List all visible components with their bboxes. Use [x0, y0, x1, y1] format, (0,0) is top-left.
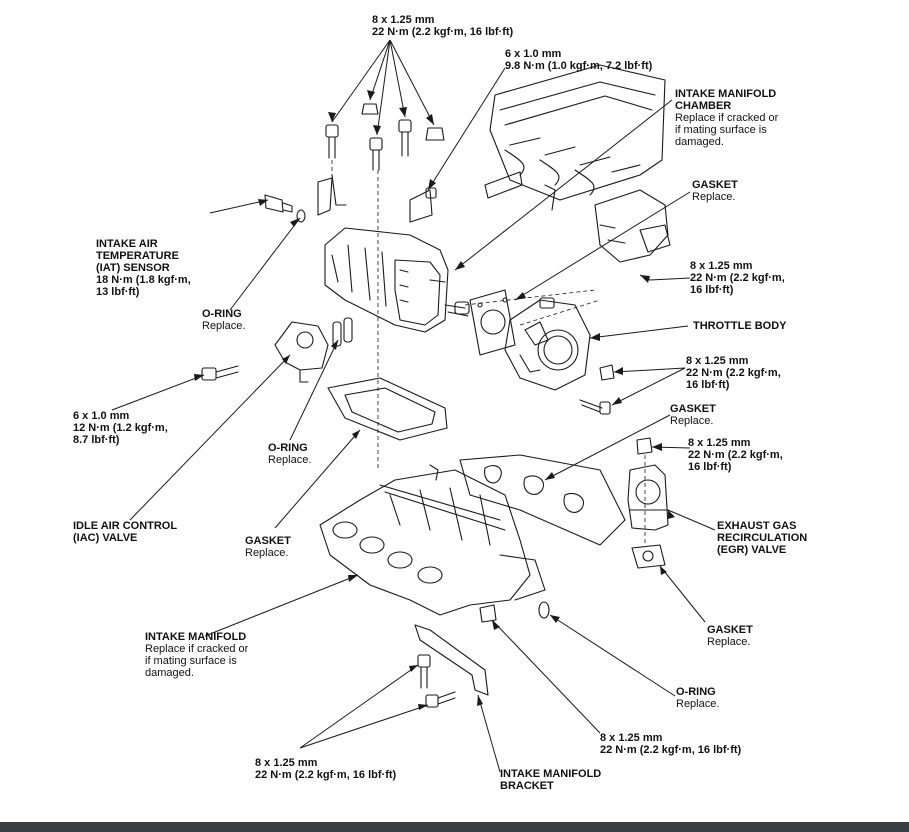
part-title: TEMPERATURE: [96, 250, 179, 262]
spec-size: 8 x 1.25 mm: [688, 437, 751, 449]
part-title: GASKET: [245, 535, 291, 547]
o-ring-iat-label: O-RING Replace.: [202, 308, 245, 332]
part-title: IDLE AIR CONTROL: [73, 520, 178, 532]
part-title: O-RING: [268, 442, 308, 454]
chamber-bolt-spec-label: 8 x 1.25 mm 22 N·m (2.2 kgf·m, 16 lbf·ft…: [690, 260, 785, 296]
intake-manifold-drawing: [319, 464, 546, 616]
part-title: GASKET: [670, 403, 716, 415]
iat-sensor-drawing: [264, 194, 306, 223]
throttle-body-label: THROTTLE BODY: [693, 320, 787, 332]
manifold-nut-spec-label: 8 x 1.25 mm 22 N·m (2.2 kgf·m, 16 lbf·ft…: [600, 732, 741, 756]
spec-torque: 8.7 lbf·ft): [73, 434, 120, 446]
iac-bolt-spec-label: 6 x 1.0 mm 12 N·m (1.2 kgf·m, 8.7 lbf·ft…: [73, 410, 168, 446]
spec-torque: 18 N·m (1.8 kgf·m,: [96, 274, 191, 286]
spec-size: 8 x 1.25 mm: [372, 14, 435, 26]
part-note: Replace.: [268, 454, 312, 466]
part-title: (IAT) SENSOR: [96, 262, 170, 274]
manifold-nut-oring-drawing: [479, 601, 550, 623]
intake-manifold-chamber-label: INTAKE MANIFOLD CHAMBER Replace if crack…: [675, 88, 778, 148]
gasket-lower-label: GASKET Replace.: [245, 535, 291, 559]
part-note: damaged.: [675, 136, 724, 148]
spec-torque: 9.8 N·m (1.0 kgf·m, 7.2 lbf·ft): [505, 60, 653, 72]
part-title: GASKET: [707, 624, 753, 636]
part-note: if mating surface is: [675, 124, 767, 136]
iac-valve-drawing: [201, 317, 353, 383]
spec-size: 8 x 1.25 mm: [255, 757, 318, 769]
manifold-bracket-drawing: [414, 624, 489, 708]
egr-valve-drawing: [627, 437, 669, 569]
spec-torque: 22 N·m (2.2 kgf·m,: [690, 272, 785, 284]
part-title: INTAKE MANIFOLD: [500, 768, 602, 780]
part-title: O-RING: [676, 686, 716, 698]
part-title: GASKET: [692, 179, 738, 191]
part-title: (EGR) VALVE: [717, 544, 787, 556]
throttle-body-drawing: [504, 297, 615, 415]
part-note: Replace.: [692, 191, 736, 203]
spec-torque: 22 N·m (2.2 kgf·m,: [686, 367, 781, 379]
spec-size: 6 x 1.0 mm: [505, 48, 562, 60]
intake-manifold-chamber-drawing: [324, 227, 470, 333]
part-title: INTAKE MANIFOLD: [145, 631, 247, 643]
top-bolts-spec-label: 8 x 1.25 mm 22 N·m (2.2 kgf·m, 16 lbf·ft…: [372, 14, 513, 38]
part-note: Replace.: [245, 547, 289, 559]
part-note: if mating surface is: [145, 655, 237, 667]
part-title: INTAKE AIR: [96, 238, 158, 250]
top-bolts-drawing: [317, 103, 445, 223]
spec-torque: 16 lbf·ft): [686, 379, 730, 391]
part-note: Replace.: [707, 636, 751, 648]
iat-sensor-label: INTAKE AIR TEMPERATURE (IAT) SENSOR 18 N…: [96, 238, 191, 298]
bracket-bolt-spec-label: 8 x 1.25 mm 22 N·m (2.2 kgf·m, 16 lbf·ft…: [255, 757, 396, 781]
part-title: BRACKET: [500, 780, 554, 792]
part-note: Replace.: [202, 320, 246, 332]
egr-nut-spec-label: 8 x 1.25 mm 22 N·m (2.2 kgf·m, 16 lbf·ft…: [688, 437, 783, 473]
gasket-manifold-label: GASKET Replace.: [670, 403, 716, 427]
spec-size: 8 x 1.25 mm: [600, 732, 663, 744]
spec-torque: 16 lbf·ft): [688, 461, 732, 473]
spec-size: 6 x 1.0 mm: [73, 410, 130, 422]
part-title: EXHAUST GAS: [717, 520, 797, 532]
bottom-bar: [0, 822, 909, 832]
gasket-top-label: GASKET Replace.: [692, 179, 738, 203]
spec-torque: 22 N·m (2.2 kgf·m, 16 lbf·ft): [600, 744, 742, 756]
spec-torque: 12 N·m (1.2 kgf·m,: [73, 422, 168, 434]
cylinder-head-drawing: [484, 64, 671, 263]
part-note: Replace.: [670, 415, 714, 427]
part-title: (IAC) VALVE: [73, 532, 138, 544]
o-ring-iac-label: O-RING Replace.: [268, 442, 311, 466]
part-title: INTAKE MANIFOLD: [675, 88, 777, 100]
manifold-gasket-drawing: [459, 454, 626, 546]
throttle-bolt-spec-label: 8 x 1.25 mm 22 N·m (2.2 kgf·m, 16 lbf·ft…: [686, 355, 781, 391]
part-title: O-RING: [202, 308, 242, 320]
spec-torque: 22 N·m (2.2 kgf·m, 16 lbf·ft): [372, 26, 514, 38]
spec-torque: 16 lbf·ft): [690, 284, 734, 296]
spec-torque: 22 N·m (2.2 kgf·m,: [688, 449, 783, 461]
part-title: CHAMBER: [675, 100, 732, 112]
part-title: THROTTLE BODY: [693, 320, 787, 332]
part-note: damaged.: [145, 667, 194, 679]
gasket-egr-label: GASKET Replace.: [707, 624, 753, 648]
part-note: Replace if cracked or: [145, 643, 249, 655]
o-ring-egr-label: O-RING Replace.: [676, 686, 719, 710]
part-note: Replace.: [676, 698, 720, 710]
top-bracket-bolt-spec-label: 6 x 1.0 mm 9.8 N·m (1.0 kgf·m, 7.2 lbf·f…: [505, 48, 652, 72]
egr-valve-label: EXHAUST GAS RECIRCULATION (EGR) VALVE: [717, 520, 807, 556]
chamber-gasket-drawing: [327, 377, 448, 441]
intake-manifold-label: INTAKE MANIFOLD Replace if cracked or if…: [145, 631, 248, 679]
iac-valve-label: IDLE AIR CONTROL (IAC) VALVE: [73, 520, 177, 544]
spec-size: 8 x 1.25 mm: [686, 355, 749, 367]
manifold-bracket-label: INTAKE MANIFOLD BRACKET: [500, 768, 601, 792]
spec-torque: 22 N·m (2.2 kgf·m, 16 lbf·ft): [255, 769, 397, 781]
part-title: RECIRCULATION: [717, 532, 808, 544]
spec-size: 8 x 1.25 mm: [690, 260, 753, 272]
part-note: Replace if cracked or: [675, 112, 779, 124]
spec-torque: 13 lbf·ft): [96, 286, 140, 298]
